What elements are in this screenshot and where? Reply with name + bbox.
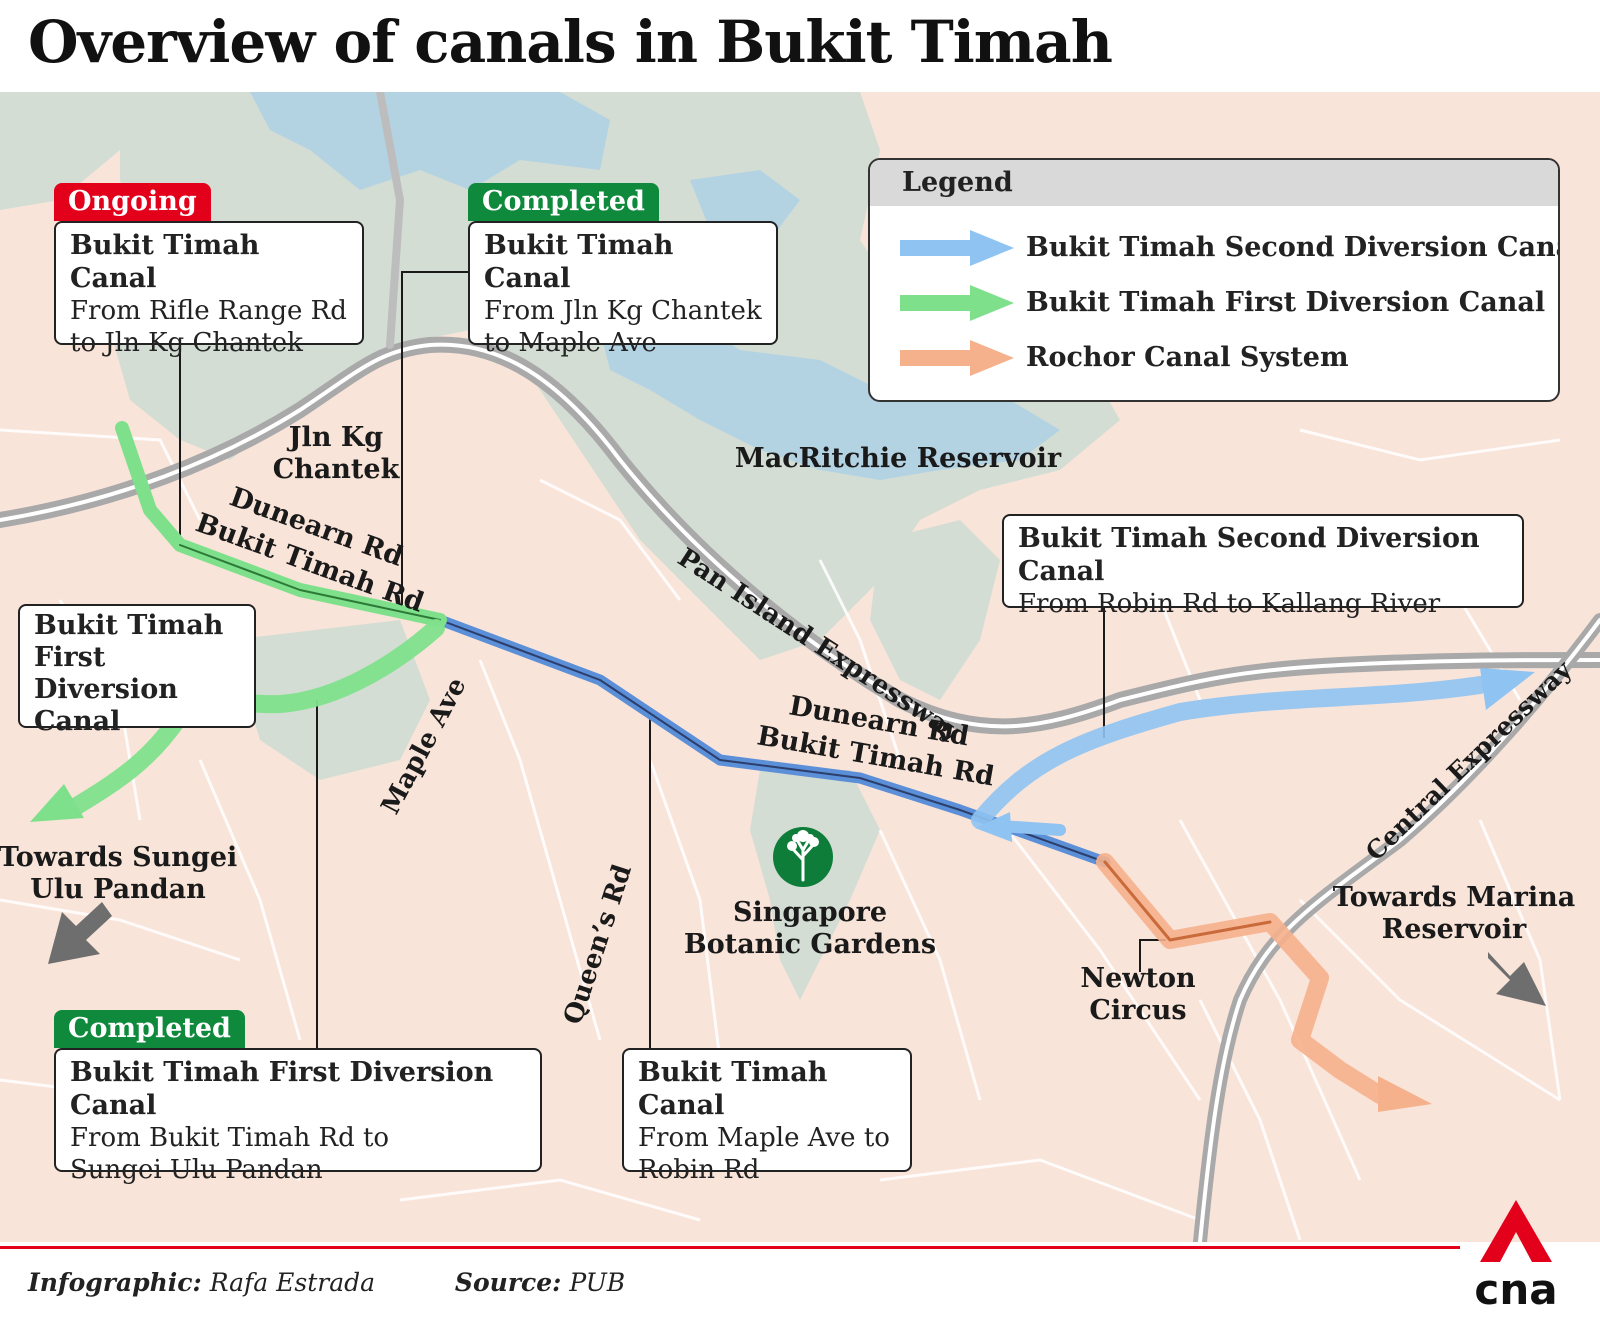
callout-title: Bukit Timah Canal xyxy=(638,1057,828,1121)
callout-line: Sungei Ulu Pandan xyxy=(70,1155,323,1185)
completed-tag: Completed xyxy=(468,183,659,221)
credits: Infographic: Rafa Estrada Source: PUB xyxy=(28,1268,625,1297)
callout-line: to Jln Kg Chantek xyxy=(70,328,303,358)
label-newton-1: Newton xyxy=(1080,963,1196,994)
legend-item-rochor: Rochor Canal System xyxy=(900,338,1540,378)
callout-second-diversion: Bukit Timah Second Diversion Canal From … xyxy=(1002,514,1524,619)
callout-line: Robin Rd xyxy=(638,1155,760,1185)
callout-line: From Bukit Timah Rd to xyxy=(70,1123,390,1153)
ongoing-tag: Ongoing xyxy=(54,183,211,221)
legend-label: Bukit Timah Second Diversion Canal xyxy=(1026,232,1560,263)
label-ulu-pandan-2: Ulu Pandan xyxy=(30,874,206,905)
rochor-canal-system xyxy=(1096,853,1432,1112)
legend-item-first-diversion: Bukit Timah First Diversion Canal xyxy=(900,283,1545,323)
tree-icon xyxy=(773,827,833,887)
callout-title: Bukit Timah Canal xyxy=(484,230,674,294)
callout-line: From Maple Ave to xyxy=(638,1123,890,1153)
label-botanic-1: Singapore xyxy=(733,897,887,928)
callout-line: Bukit Timah xyxy=(34,610,224,641)
label-marina-2: Reservoir xyxy=(1382,914,1527,945)
legend-title: Legend xyxy=(870,160,1558,206)
callout-line: First Diversion xyxy=(34,642,178,705)
label-newton-2: Circus xyxy=(1089,995,1186,1026)
callout-line: to Maple Ave xyxy=(484,328,657,358)
label-botanic-2: Botanic Gardens xyxy=(684,929,936,960)
callout-leader-lines xyxy=(179,271,1166,1048)
callout-line: Canal xyxy=(34,706,121,737)
legend-label: Bukit Timah First Diversion Canal xyxy=(1026,287,1546,318)
label-ulu-pandan-1: Towards Sungei xyxy=(0,842,237,873)
page-title: Overview of canals in Bukit Timah xyxy=(28,8,1113,76)
source-value: PUB xyxy=(569,1268,626,1297)
footer-divider xyxy=(0,1246,1460,1249)
legend-arrow-icon xyxy=(900,285,1014,321)
callout-title: Bukit Timah Canal xyxy=(70,230,260,294)
callout-completed-canal: Bukit Timah Canal From Jln Kg Chantek to… xyxy=(468,221,778,358)
callout-maple-robin: Bukit Timah Canal From Maple Ave to Robi… xyxy=(622,1048,912,1185)
legend-arrow-icon xyxy=(900,230,1014,266)
legend-label: Rochor Canal System xyxy=(1026,342,1349,373)
callout-completed-first-diversion: Bukit Timah First Diversion Canal From B… xyxy=(54,1048,542,1185)
logo-text: cna xyxy=(1474,1265,1557,1314)
callout-ongoing-canal: Bukit Timah Canal From Rifle Range Rd to… xyxy=(54,221,364,358)
arrow-icon xyxy=(48,902,1546,1006)
cna-logo-icon: cna xyxy=(1474,1200,1558,1314)
callout-line: From Jln Kg Chantek xyxy=(484,296,762,326)
infographic-label: Infographic: xyxy=(28,1268,202,1297)
callout-line: From Robin Rd to Kallang River xyxy=(1018,589,1441,619)
second-diversion-canal xyxy=(971,668,1535,842)
infographic-value: Rafa Estrada xyxy=(209,1268,376,1297)
legend-arrow-icon xyxy=(900,340,1014,376)
legend-item-second-diversion: Bukit Timah Second Diversion Canal xyxy=(900,228,1558,268)
callout-line: From Rifle Range Rd xyxy=(70,296,347,326)
label-chantek: Chantek xyxy=(273,454,401,485)
label-marina-1: Towards Marina xyxy=(1333,882,1575,913)
callout-title: Bukit Timah Second Diversion Canal xyxy=(1018,523,1480,587)
label-macritchie: MacRitchie Reservoir xyxy=(735,443,1062,474)
map-expressways xyxy=(0,92,1600,1242)
callout-first-diversion: Bukit Timah First Diversion Canal xyxy=(18,604,256,737)
label-jln-kg: Jln Kg xyxy=(287,422,384,453)
source-label: Source: xyxy=(454,1268,562,1297)
legend: Legend Bukit Timah Second Diversion Cana… xyxy=(868,158,1560,402)
completed-tag: Completed xyxy=(54,1010,245,1048)
callout-title: Bukit Timah First Diversion Canal xyxy=(70,1057,494,1121)
